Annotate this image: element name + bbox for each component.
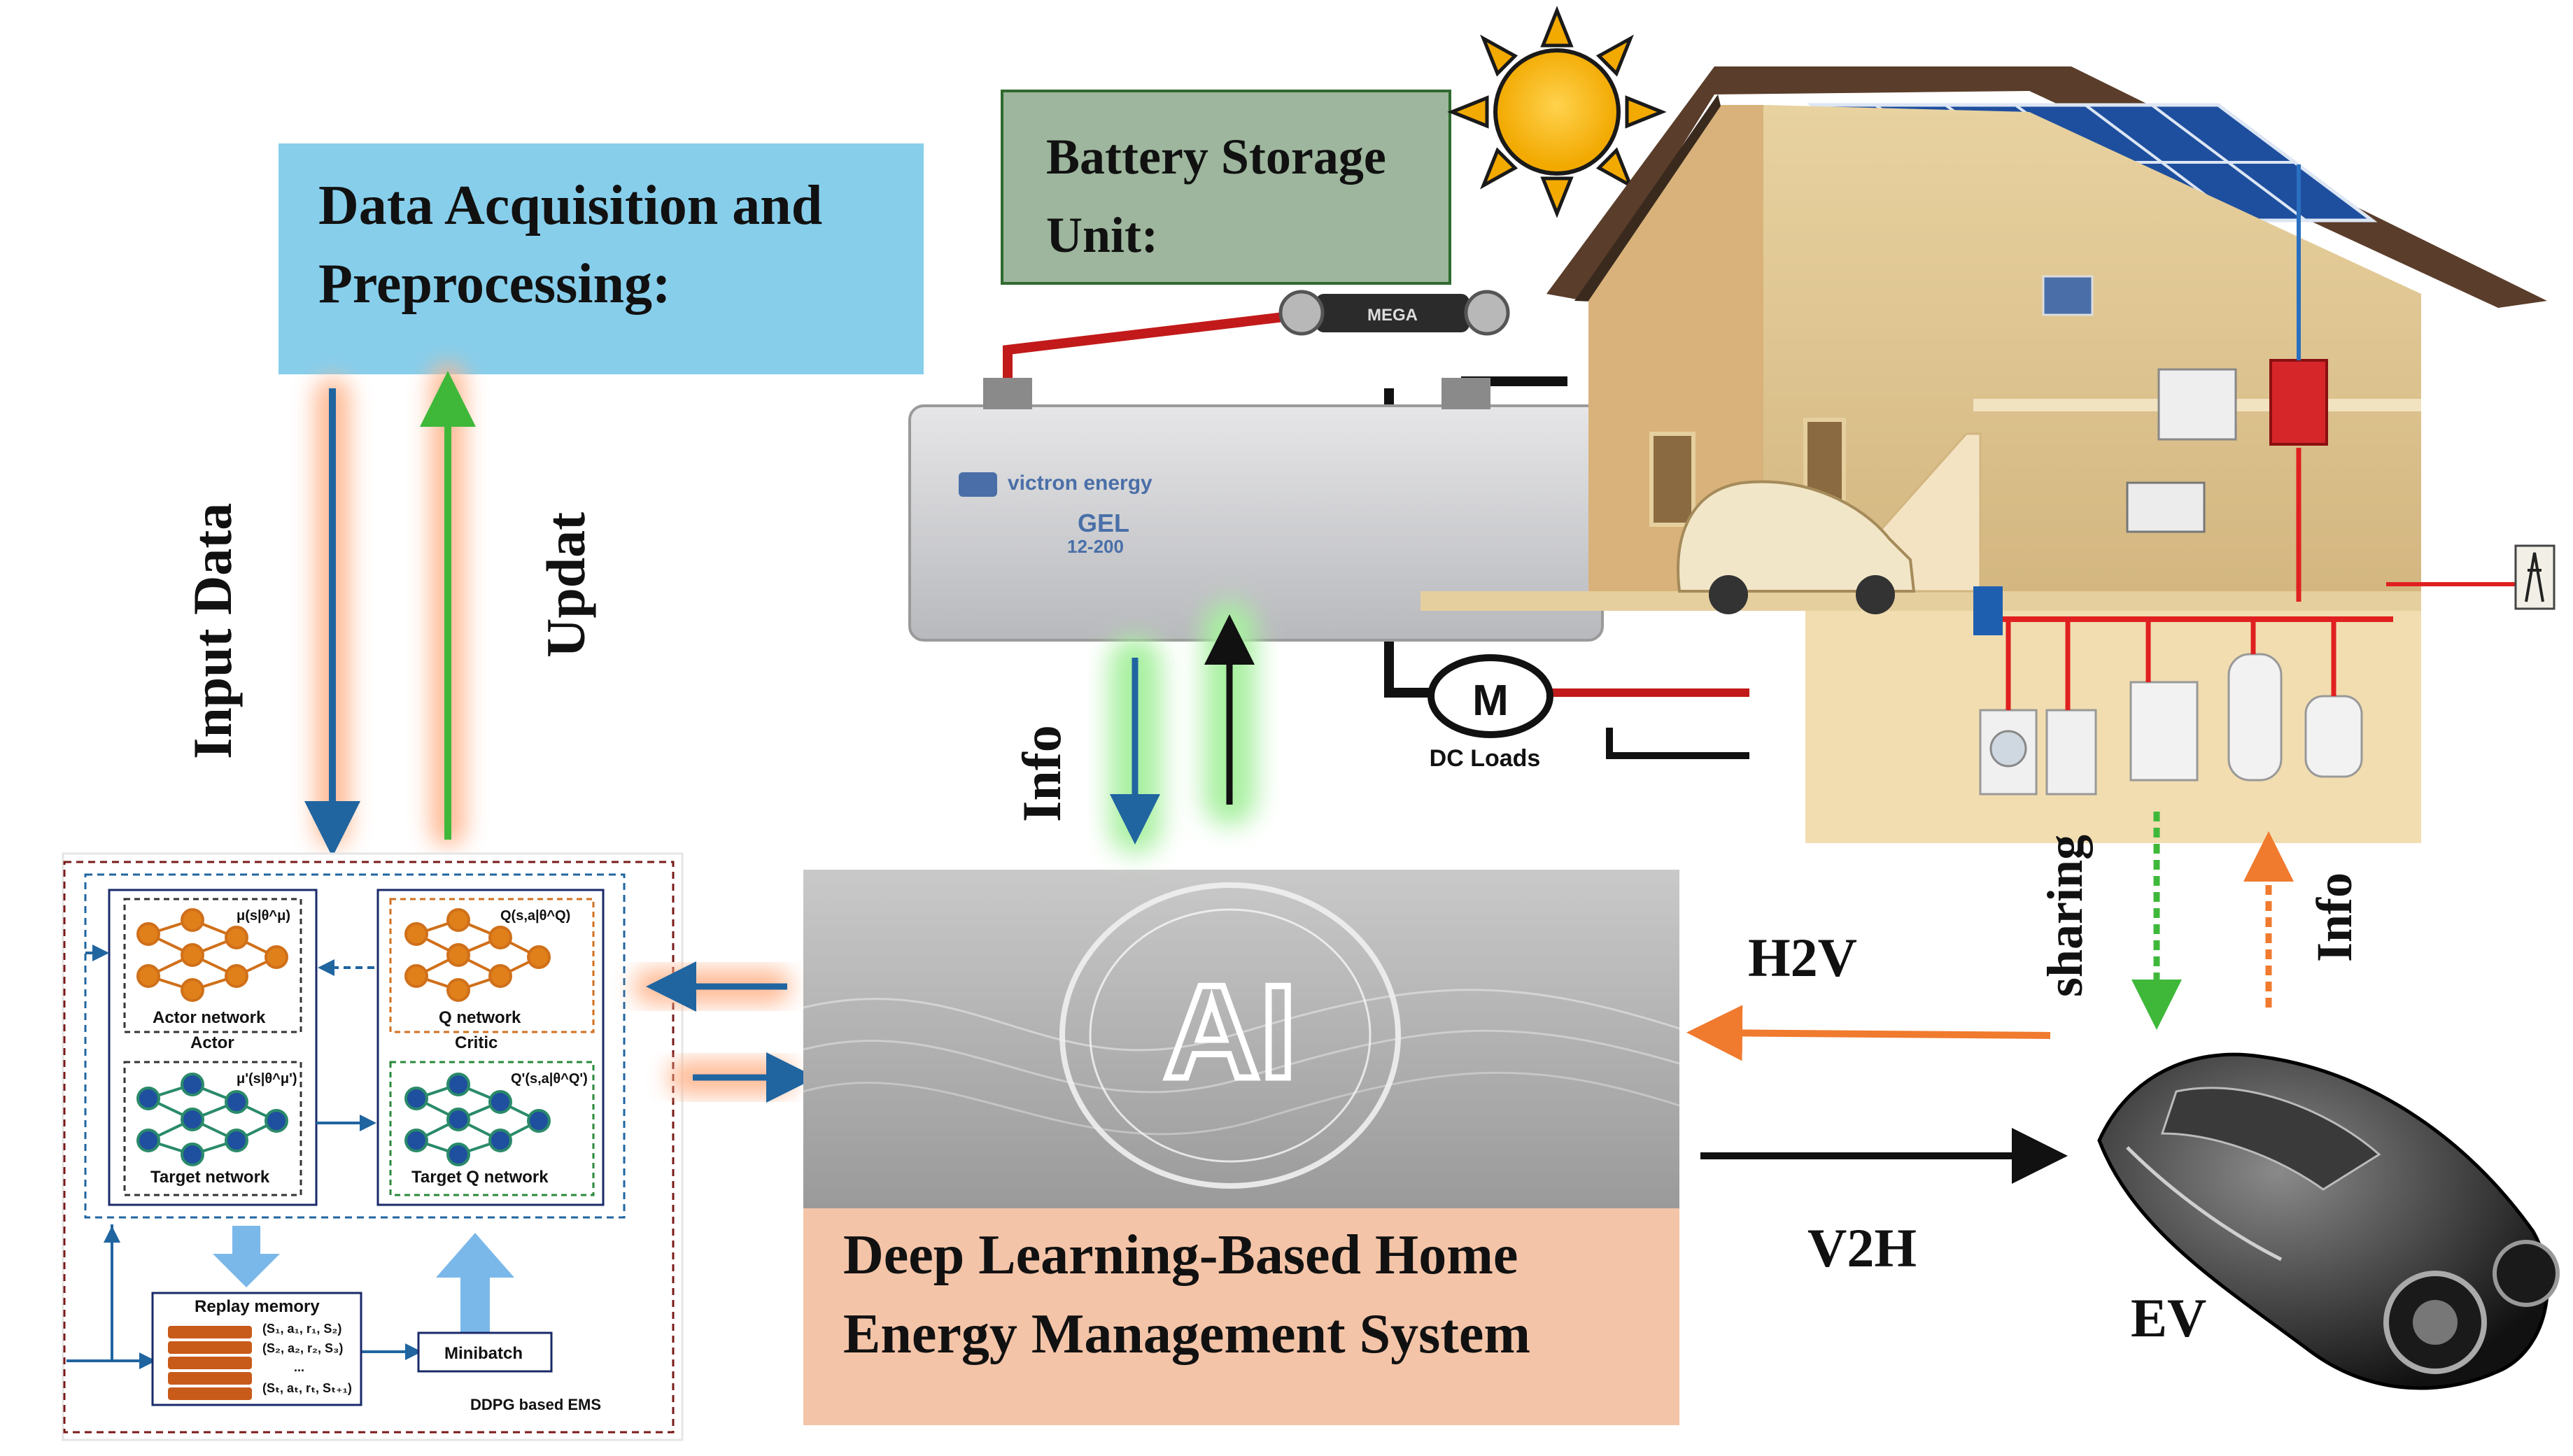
- ai-text: AI: [1164, 958, 1297, 1106]
- update-arrow: [420, 364, 476, 847]
- actor-network-label: Actor network: [153, 1008, 266, 1027]
- h2v-label: H2V: [1748, 927, 1857, 988]
- q-network-label: Q network: [439, 1008, 521, 1027]
- q-formula: Q(s,a|θ^Q): [500, 908, 570, 924]
- heat-pump-icon: [2304, 695, 2363, 778]
- monitor-icon: [2042, 275, 2094, 316]
- data-acquisition-line1: Data Acquisition and: [318, 175, 822, 236]
- input-data-label: Input Data: [182, 503, 243, 759]
- ddpg-diagram: μ(s|θ^μ) Q(s,a|θ^Q) μ'(s|θ^μ') Q'(s,a|θ^…: [62, 852, 684, 1441]
- dc-loads-label: DC Loads: [1430, 745, 1541, 772]
- charger-icon: [2157, 368, 2237, 441]
- battery-storage-line2: Unit:: [1046, 207, 1158, 263]
- tuple-2: (S₂, a₂, r₂, S₃): [262, 1341, 343, 1355]
- actor-network-icon: [136, 908, 288, 1002]
- inverter-icon: [2269, 359, 2328, 446]
- v2h-label: V2H: [1807, 1217, 1917, 1278]
- dc-motor: M DC Loads: [1428, 654, 1553, 772]
- battery-storage-line1: Battery Storage: [1046, 129, 1386, 185]
- dryer-icon: [2045, 709, 2097, 796]
- actor-label: Actor: [190, 1033, 234, 1052]
- data-acquisition-line2: Preprocessing:: [318, 253, 671, 315]
- tv-icon: [2126, 481, 2206, 533]
- tuple-1: (S₁, a₁, r₁, S₂): [262, 1322, 341, 1336]
- motor-symbol: M: [1472, 677, 1509, 725]
- h2v-arrow: [1686, 1005, 2051, 1061]
- battery-brand: victron energy: [1008, 472, 1152, 495]
- ev-label: EV: [2131, 1287, 2206, 1348]
- water-heater-icon: [2227, 653, 2283, 782]
- battery-info-arrows: [1109, 602, 1256, 854]
- target-actor-formula: μ'(s|θ^μ'): [237, 1071, 297, 1087]
- battery-storage-box: Battery Storage Unit:: [1001, 90, 1451, 285]
- boiler-icon: [2129, 681, 2199, 782]
- sharing-label: sharing: [2037, 835, 2093, 997]
- info-battery-label: Info: [1011, 725, 1072, 822]
- input-data-arrow: [304, 378, 360, 857]
- hems-line2: Energy Management System: [843, 1303, 1530, 1365]
- tuple-n: (Sₜ, aₜ, rₜ, Sₜ₊₁): [262, 1381, 352, 1395]
- info-house-label: Info: [2306, 872, 2362, 962]
- update-label: Updat: [535, 512, 596, 658]
- battery-image: victron energy GEL 12-200: [908, 378, 1604, 642]
- ev-car-icon: [2097, 1052, 2560, 1390]
- hems-line1: Deep Learning-Based Home: [843, 1224, 1518, 1286]
- tuple-ellipsis: ...: [294, 1360, 304, 1374]
- target-q-formula: Q'(s,a|θ^Q'): [511, 1071, 588, 1087]
- target-q-network-icon: [404, 1073, 551, 1166]
- target-network-icon: [136, 1073, 288, 1166]
- minibatch-label: Minibatch: [444, 1344, 523, 1363]
- ddpg-footer: DDPG based EMS: [470, 1396, 601, 1413]
- target-q-network-label: Target Q network: [411, 1168, 549, 1187]
- fuse-label: MEGA: [1367, 306, 1418, 325]
- house-image: [1421, 66, 2556, 843]
- victron-logo-icon: [959, 472, 997, 497]
- actor-formula: μ(s|θ^μ): [237, 908, 290, 924]
- battery-model: GEL: [1078, 509, 1129, 537]
- replay-memory-label: Replay memory: [195, 1297, 320, 1316]
- hems-box: AI Deep Learning-Based Home Energy Manag…: [803, 870, 1680, 1425]
- target-network-label: Target network: [150, 1168, 270, 1187]
- data-acquisition-box: Data Acquisition and Preprocessing:: [279, 143, 924, 374]
- garage-car-icon: [1677, 480, 1916, 614]
- battery-sub: 12-200: [1067, 536, 1124, 557]
- sun-icon: [1447, 6, 1667, 218]
- memory-stack-icon: [168, 1326, 252, 1400]
- q-network-icon: [404, 908, 551, 1002]
- critic-label: Critic: [455, 1033, 498, 1052]
- ddpg-ai-arrows: [633, 961, 817, 1103]
